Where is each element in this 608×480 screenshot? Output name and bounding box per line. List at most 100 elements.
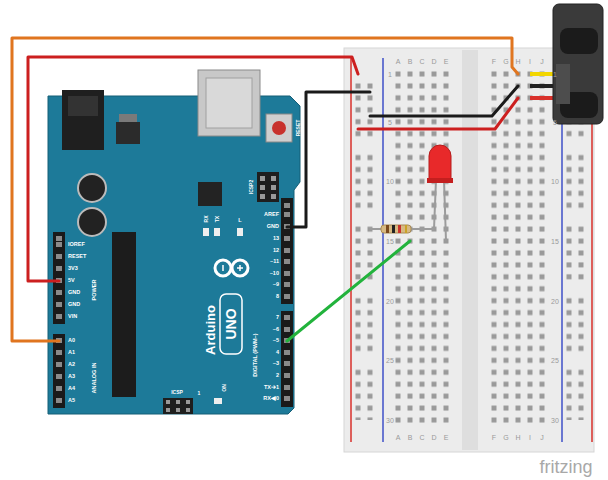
header-pins	[56, 236, 62, 403]
pin-label: RESET	[68, 254, 86, 260]
wire	[12, 38, 518, 341]
pin-label: 8	[276, 294, 279, 300]
pin-label: A1	[68, 350, 75, 356]
capacitor	[78, 174, 106, 202]
power-jack	[68, 96, 98, 116]
sensor-wire	[530, 96, 556, 100]
pin-label: 5V	[68, 278, 75, 284]
row-number: 20	[386, 297, 394, 304]
pin-label: AREF	[264, 212, 279, 218]
column-letter: D	[431, 434, 436, 441]
watermark: fritzing	[539, 458, 592, 476]
board-model: UNO	[224, 308, 238, 339]
board-label: 1	[198, 391, 201, 396]
column-letter: C	[419, 58, 424, 65]
board-label: ANALOG IN	[92, 363, 98, 394]
pin-label: A4	[68, 386, 75, 392]
board-label: RESET	[296, 120, 301, 137]
pin-label: 3V3	[68, 266, 78, 272]
capacitor	[78, 208, 106, 236]
column-letter: A	[396, 434, 401, 441]
arduino-logo	[232, 260, 248, 276]
row-number: 30	[551, 416, 559, 423]
arduino-logo	[215, 260, 231, 276]
wire	[370, 86, 518, 116]
pin-label: ~9	[273, 282, 279, 288]
sensor-lens	[560, 28, 598, 54]
row-number: 10	[551, 178, 559, 185]
header-pins	[284, 203, 290, 401]
sensor-connector	[556, 64, 570, 104]
pin-header	[53, 232, 65, 324]
resistor-symbol	[381, 225, 411, 233]
column-letter: J	[540, 434, 544, 441]
column-letter: H	[515, 58, 520, 65]
column-letter: C	[419, 434, 424, 441]
pin-label: ~5	[273, 338, 279, 344]
rail-holes	[575, 80, 587, 420]
column-letter: A	[396, 58, 401, 65]
rail-holes	[352, 80, 364, 420]
voltage-regulator	[116, 122, 140, 144]
column-letter: J	[540, 58, 544, 65]
board-label: ICSP2	[249, 180, 254, 194]
led-body	[429, 145, 451, 181]
led-body	[427, 178, 453, 183]
pin-header	[281, 311, 293, 407]
row-number: 1	[388, 71, 392, 78]
uno-outline	[220, 294, 242, 354]
sensor-wire	[530, 72, 556, 76]
led	[214, 228, 220, 236]
pin-label: 12	[273, 248, 279, 254]
pin-label: ~6	[273, 327, 279, 333]
icsp-header	[257, 172, 279, 202]
ir-distance-sensor	[530, 4, 603, 124]
pin-label: 2	[276, 373, 279, 379]
row-number: 1	[553, 71, 557, 78]
column-letter: I	[529, 58, 531, 65]
row-number: 20	[551, 297, 559, 304]
board-label: DIGITAL (PWM~)	[253, 333, 259, 376]
column-letter: I	[529, 434, 531, 441]
board-label: RX	[204, 216, 209, 223]
pin-header	[53, 334, 65, 408]
pin-label: GND	[68, 290, 80, 296]
hole-grid	[488, 68, 548, 426]
pin-label: 7	[276, 315, 279, 321]
usb-port	[198, 70, 260, 136]
led-leg	[434, 180, 436, 229]
pin-label: ~3	[273, 361, 279, 367]
board-label: TX	[215, 216, 220, 222]
pin-label: ~10	[270, 271, 279, 277]
pin-label: 4	[276, 350, 279, 356]
column-letter: F	[492, 58, 496, 65]
led	[237, 228, 243, 236]
pin-label: ~11	[270, 259, 279, 265]
column-letter: H	[515, 434, 520, 441]
voltage-regulator	[119, 114, 137, 122]
wire	[287, 241, 410, 341]
column-letter: D	[431, 58, 436, 65]
row-number: 5	[388, 118, 392, 125]
pin-label: RX◀0	[263, 396, 279, 402]
row-number: 25	[386, 357, 394, 364]
reset-button	[272, 121, 286, 135]
usb-chip	[198, 182, 222, 206]
pin-label: GND	[68, 302, 80, 308]
led-leg	[444, 180, 446, 241]
row-number: 10	[386, 178, 394, 185]
rail-holes	[563, 80, 575, 420]
led-circuit	[370, 145, 453, 241]
center-channel	[462, 50, 478, 450]
wire	[358, 98, 518, 129]
board-name: Arduino	[204, 305, 217, 355]
led	[203, 228, 209, 236]
column-letter: F	[492, 434, 496, 441]
pin-label: A3	[68, 374, 75, 380]
column-letter: G	[503, 434, 508, 441]
wire	[287, 92, 370, 227]
column-letter: E	[444, 58, 449, 65]
board-label: ICSP	[171, 390, 183, 395]
rail-line	[350, 58, 352, 442]
